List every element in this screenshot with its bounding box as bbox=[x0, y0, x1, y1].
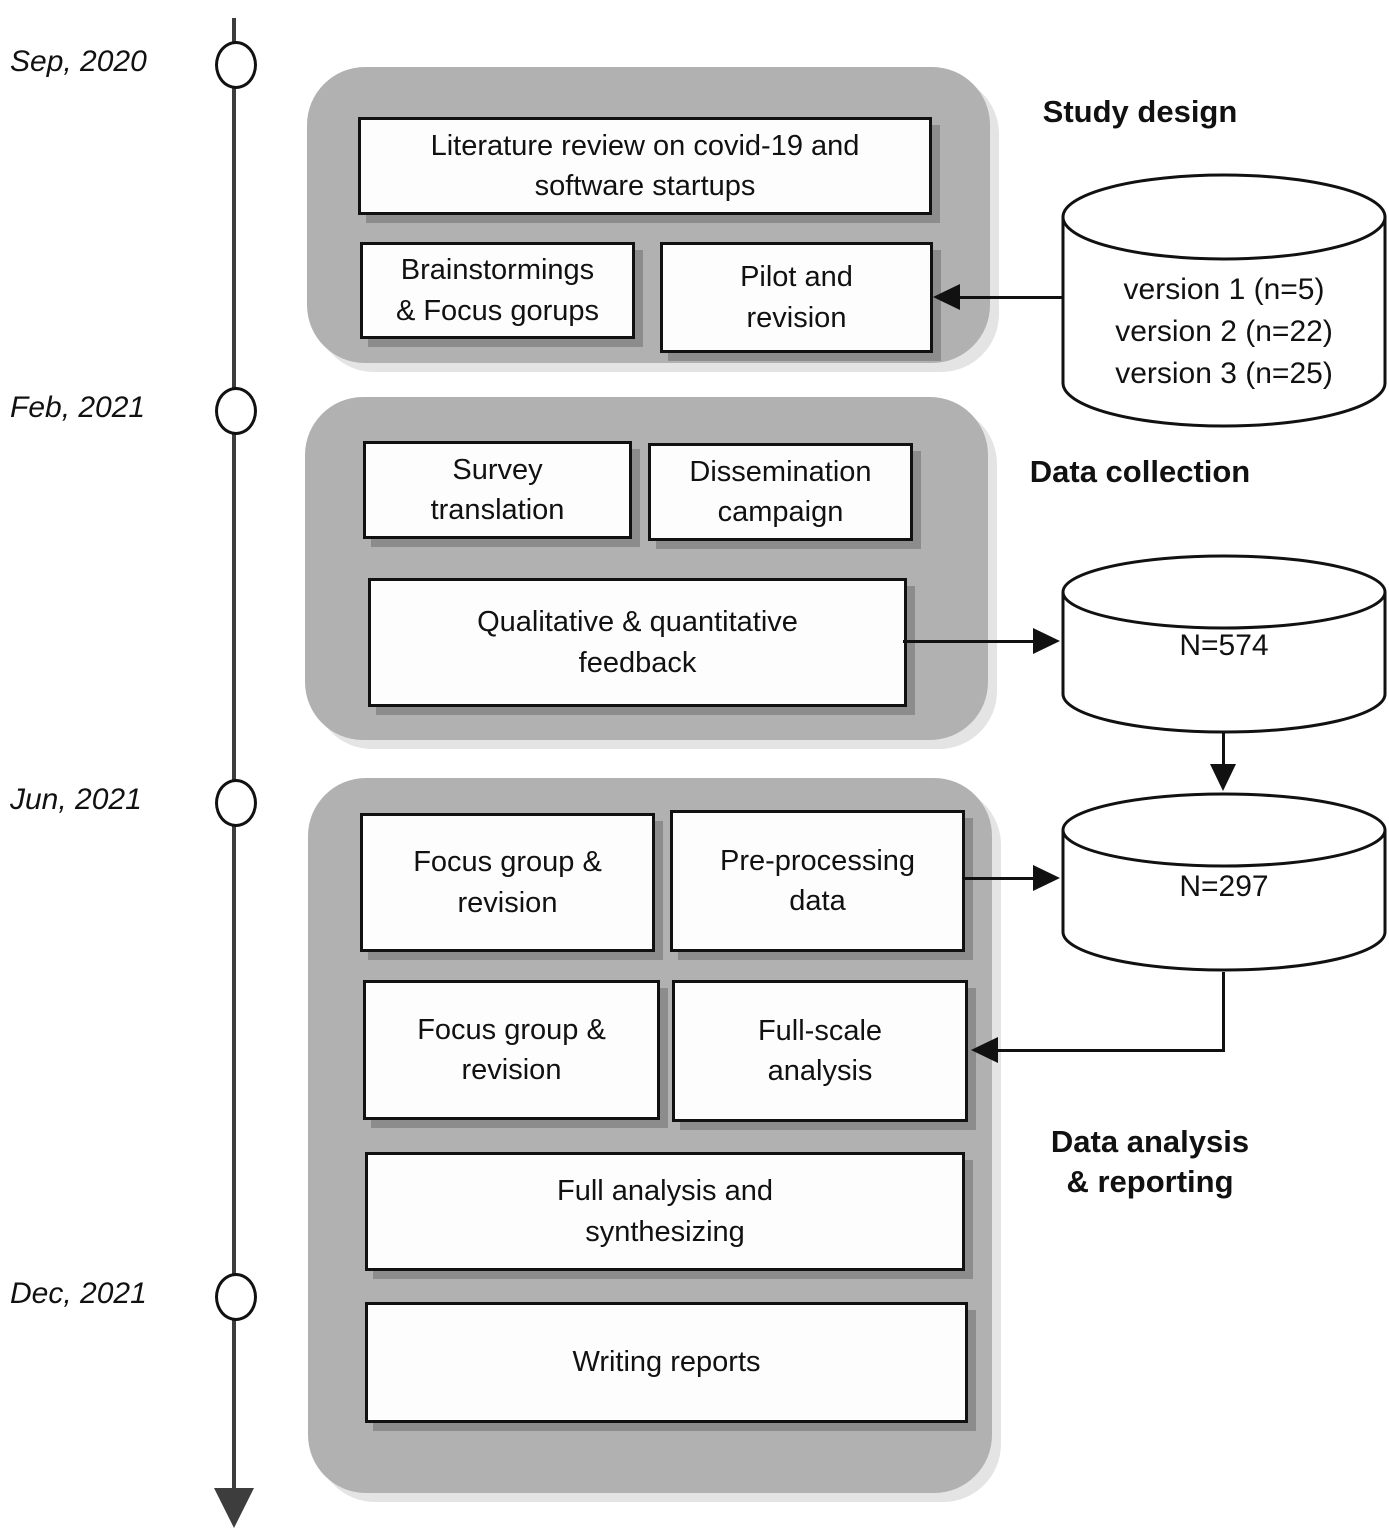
process-box-full-scale-analysis: Full-scale analysis bbox=[672, 980, 968, 1122]
arrow-right-icon bbox=[1033, 865, 1060, 891]
database-cylinder-n574: N=574 bbox=[1060, 553, 1388, 735]
process-box-writing-reports: Writing reports bbox=[365, 1302, 968, 1423]
process-box-brainstormings: Brainstormings & Focus gorups bbox=[360, 242, 635, 339]
process-box-full-analysis-synthesizing: Full analysis and synthesizing bbox=[365, 1152, 965, 1271]
phase-heading-data-analysis: Data analysis & reporting bbox=[1050, 1124, 1250, 1199]
arrow-down-icon bbox=[1210, 764, 1236, 791]
database-cylinder-versions: version 1 (n=5) version 2 (n=22) version… bbox=[1060, 172, 1388, 430]
arrow-n297-elbow-vertical bbox=[1222, 972, 1225, 1052]
date-label: Dec, 2021 bbox=[10, 1277, 147, 1310]
database-cylinder-shape bbox=[1061, 554, 1387, 734]
process-box-focus-group-2: Focus group & revision bbox=[363, 980, 660, 1120]
arrow-n297-to-full-scale bbox=[997, 1049, 1225, 1052]
timeline-node-jun-2021 bbox=[215, 779, 257, 827]
arrow-left-icon bbox=[971, 1037, 998, 1063]
timeline-arrow-down-icon bbox=[214, 1488, 254, 1528]
arrow-feedback-to-n574 bbox=[903, 640, 1034, 643]
process-box-focus-group-1: Focus group & revision bbox=[360, 813, 655, 952]
arrow-left-icon bbox=[933, 284, 960, 310]
process-box-literature-review: Literature review on covid-19 and softwa… bbox=[358, 117, 932, 215]
database-versions-label: version 1 (n=5) version 2 (n=22) version… bbox=[1115, 273, 1333, 390]
timeline-node-sep-2020 bbox=[215, 41, 257, 89]
arrow-versions-to-pilot bbox=[958, 296, 1062, 299]
process-box-feedback: Qualitative & quantitative feedback bbox=[368, 578, 907, 707]
phase-heading-study-design: Study design bbox=[1042, 94, 1238, 129]
timeline-node-feb-2021 bbox=[215, 387, 257, 435]
phase-heading-data-collection: Data collection bbox=[1029, 454, 1251, 489]
date-label: Sep, 2020 bbox=[10, 45, 147, 78]
process-box-preprocessing: Pre-processing data bbox=[670, 810, 965, 952]
timeline-line bbox=[232, 18, 236, 1492]
arrow-right-icon bbox=[1033, 628, 1060, 654]
arrow-preprocessing-to-n297 bbox=[962, 877, 1034, 880]
process-box-survey-translation: Survey translation bbox=[363, 441, 632, 539]
database-cylinder-shape bbox=[1061, 792, 1387, 972]
database-n297-label: N=297 bbox=[1179, 870, 1269, 903]
process-box-dissemination: Dissemination campaign bbox=[648, 443, 913, 541]
database-n574-label: N=574 bbox=[1179, 629, 1269, 662]
date-label: Jun, 2021 bbox=[10, 783, 142, 816]
timeline-node-dec-2021 bbox=[215, 1273, 257, 1321]
arrow-n574-to-n297 bbox=[1222, 733, 1225, 766]
database-cylinder-shape bbox=[1061, 173, 1387, 428]
process-box-pilot-revision: Pilot and revision bbox=[660, 242, 933, 353]
database-cylinder-n297: N=297 bbox=[1060, 791, 1388, 973]
date-label: Feb, 2021 bbox=[10, 391, 146, 424]
